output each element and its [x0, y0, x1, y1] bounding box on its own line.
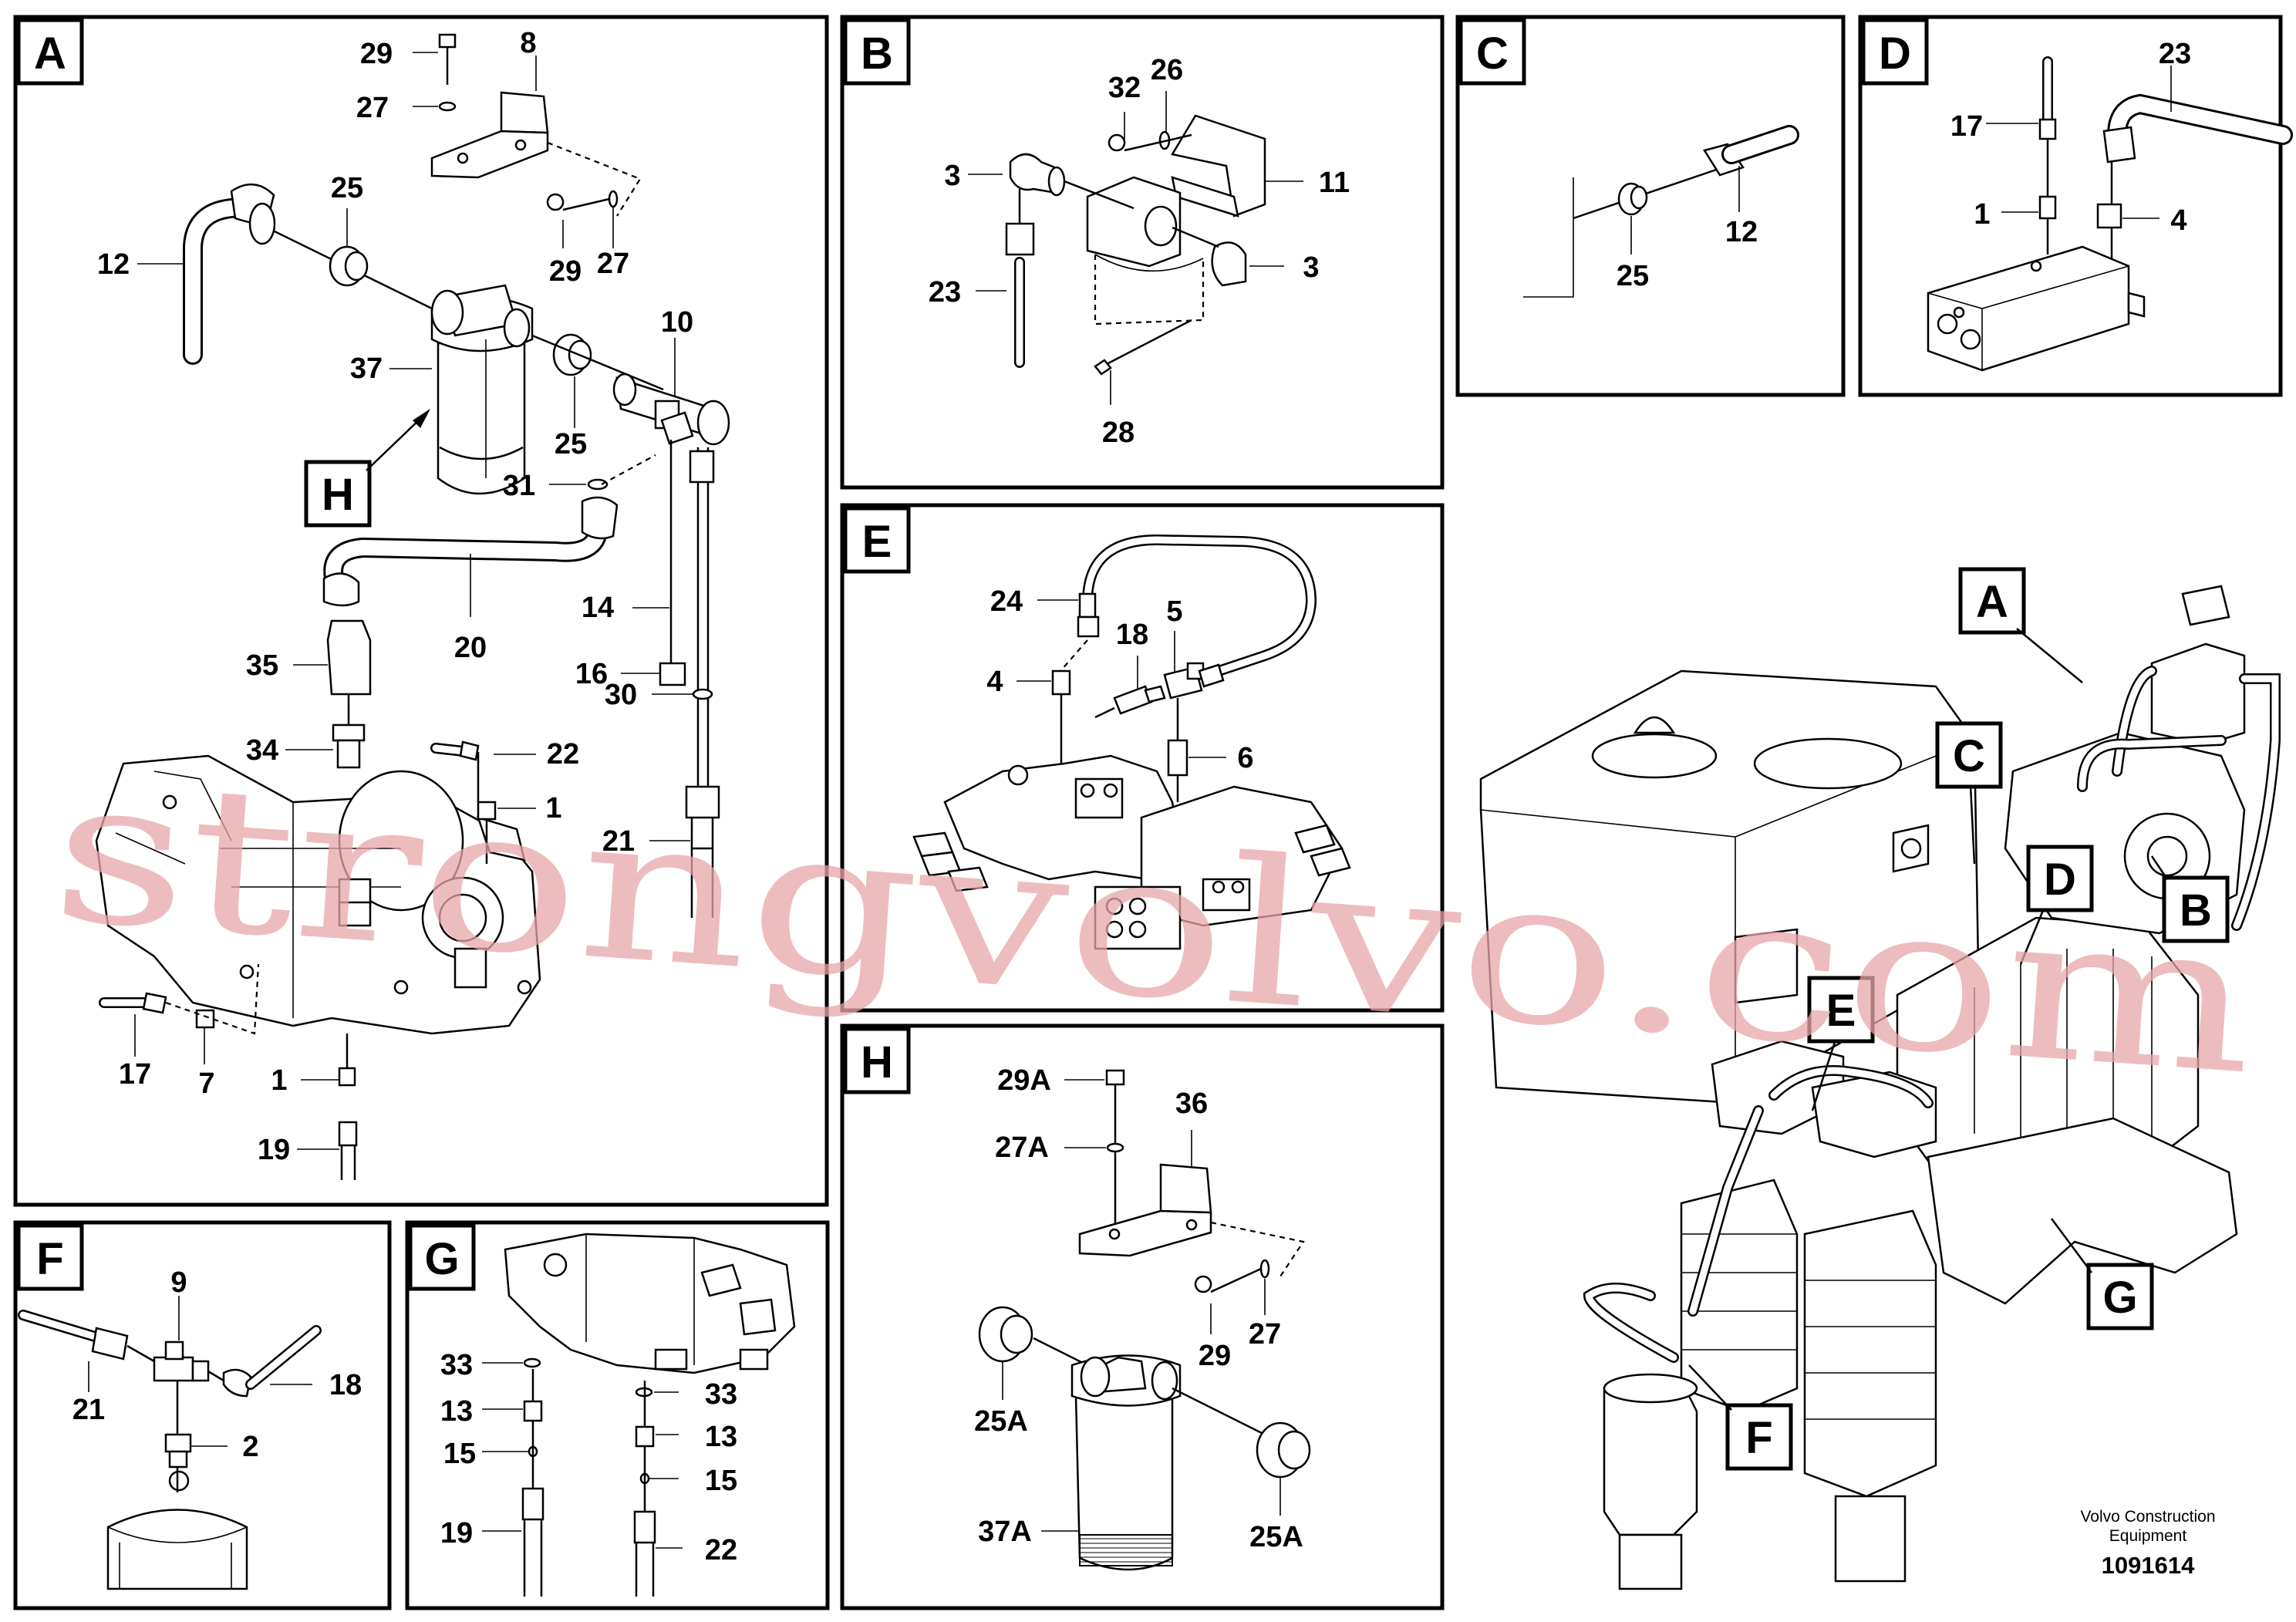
label-a-17: 17 — [119, 1058, 151, 1091]
label-g-13-left: 13 — [440, 1395, 473, 1428]
panel-f: F 9 21 18 2 — [13, 1220, 392, 1610]
label-e-18: 18 — [1116, 619, 1148, 651]
panel-e-letter: E — [862, 517, 892, 567]
panel-a: A — [13, 15, 829, 1207]
label-a-20: 20 — [454, 632, 487, 664]
drawing-code: 1091614 — [2102, 1552, 2195, 1579]
overview-tag-g: G — [2102, 1273, 2137, 1323]
label-a-30: 30 — [605, 679, 637, 711]
label-a-25-mid: 25 — [555, 428, 587, 460]
panel-h: H 29A 36 27A 29 — [840, 1023, 1445, 1610]
label-f-2: 2 — [242, 1431, 258, 1463]
label-b-26: 26 — [1151, 54, 1183, 86]
label-d-17: 17 — [1950, 110, 1983, 143]
label-a-16: 16 — [575, 658, 608, 690]
label-a-27-top: 27 — [356, 92, 389, 124]
label-g-13-right: 13 — [705, 1421, 737, 1453]
label-a-29-right: 29 — [549, 255, 582, 288]
panel-d: D 23 17 1 4 — [1858, 15, 2293, 397]
label-b-3-left: 3 — [944, 160, 960, 192]
label-a-35: 35 — [246, 649, 278, 682]
label-g-19: 19 — [440, 1517, 473, 1549]
label-a-10: 10 — [661, 306, 693, 339]
label-a-8: 8 — [520, 27, 536, 59]
overview-tag-a: A — [1976, 577, 2008, 627]
overview-tag-b: B — [2180, 885, 2212, 936]
label-e-4: 4 — [986, 666, 1003, 698]
panel-c-letter: C — [1476, 29, 1509, 79]
overview-tag-d: D — [2044, 855, 2076, 905]
label-a-7: 7 — [198, 1067, 214, 1100]
label-b-23: 23 — [929, 276, 961, 309]
label-a-12: 12 — [97, 248, 130, 281]
label-d-1: 1 — [1974, 198, 1990, 231]
panel-a-letter: A — [34, 29, 66, 79]
label-h-25a-left: 25A — [974, 1405, 1028, 1438]
label-b-28: 28 — [1102, 416, 1135, 449]
label-h-36: 36 — [1175, 1088, 1208, 1120]
label-f-21: 21 — [72, 1394, 105, 1426]
panel-f-letter: F — [36, 1234, 63, 1284]
label-h-25a-right: 25A — [1249, 1521, 1303, 1553]
label-a-1-upper: 1 — [545, 792, 561, 824]
label-e-24: 24 — [990, 585, 1023, 618]
label-a-31: 31 — [503, 470, 535, 502]
overview-tag-e: E — [1826, 986, 1856, 1036]
label-h-29a: 29A — [997, 1064, 1051, 1097]
panel-g: G 33 13 15 19 33 13 15 22 — [405, 1220, 830, 1610]
label-a-14: 14 — [582, 592, 614, 624]
panel-b-letter: B — [861, 29, 893, 79]
panel-e: E — [840, 503, 1445, 1013]
label-a-34: 34 — [246, 734, 278, 767]
label-a-22: 22 — [547, 738, 579, 771]
label-a-27-right: 27 — [597, 248, 629, 280]
overview-tag-c: C — [1953, 731, 1985, 781]
label-d-23: 23 — [2159, 38, 2191, 70]
label-a-19: 19 — [258, 1134, 290, 1166]
label-h-27a: 27A — [995, 1131, 1049, 1164]
label-f-18: 18 — [329, 1369, 362, 1401]
label-a-21: 21 — [602, 825, 635, 858]
label-d-4: 4 — [2170, 204, 2186, 237]
label-h-29: 29 — [1199, 1340, 1231, 1372]
panel-h-letter: H — [861, 1037, 893, 1088]
label-g-15-right: 15 — [705, 1465, 737, 1497]
label-b-11: 11 — [1319, 167, 1350, 199]
label-b-32: 32 — [1108, 72, 1141, 104]
label-a-37: 37 — [350, 352, 383, 385]
label-g-15-left: 15 — [443, 1438, 476, 1470]
label-b-3-right: 3 — [1303, 251, 1319, 284]
label-c-25: 25 — [1617, 260, 1649, 292]
panel-d-letter: D — [1879, 29, 1911, 79]
panel-b: B 32 26 3 11 3 — [840, 15, 1445, 490]
label-a-25-top: 25 — [331, 172, 363, 204]
label-f-9: 9 — [170, 1266, 187, 1299]
panel-a-h-tag: H — [322, 470, 354, 520]
overview-tag-f: F — [1745, 1413, 1772, 1463]
label-c-12: 12 — [1725, 216, 1758, 248]
label-g-22: 22 — [705, 1534, 737, 1566]
label-h-27: 27 — [1249, 1318, 1281, 1351]
brand-line-2: Equipment — [2109, 1527, 2187, 1545]
label-e-6: 6 — [1237, 742, 1253, 774]
panel-c: C 12 25 — [1455, 15, 1846, 397]
label-g-33-right: 33 — [705, 1378, 737, 1411]
label-a-1-lower: 1 — [271, 1064, 287, 1097]
brand-line-1: Volvo Construction — [2080, 1508, 2215, 1526]
panel-g-letter: G — [424, 1234, 459, 1284]
label-g-33-left: 33 — [440, 1349, 473, 1381]
overview-assembly: A C D B E G F — [1479, 567, 2281, 1590]
label-a-29-top: 29 — [360, 38, 393, 70]
label-h-37a: 37A — [978, 1516, 1032, 1548]
label-e-5: 5 — [1166, 595, 1182, 628]
